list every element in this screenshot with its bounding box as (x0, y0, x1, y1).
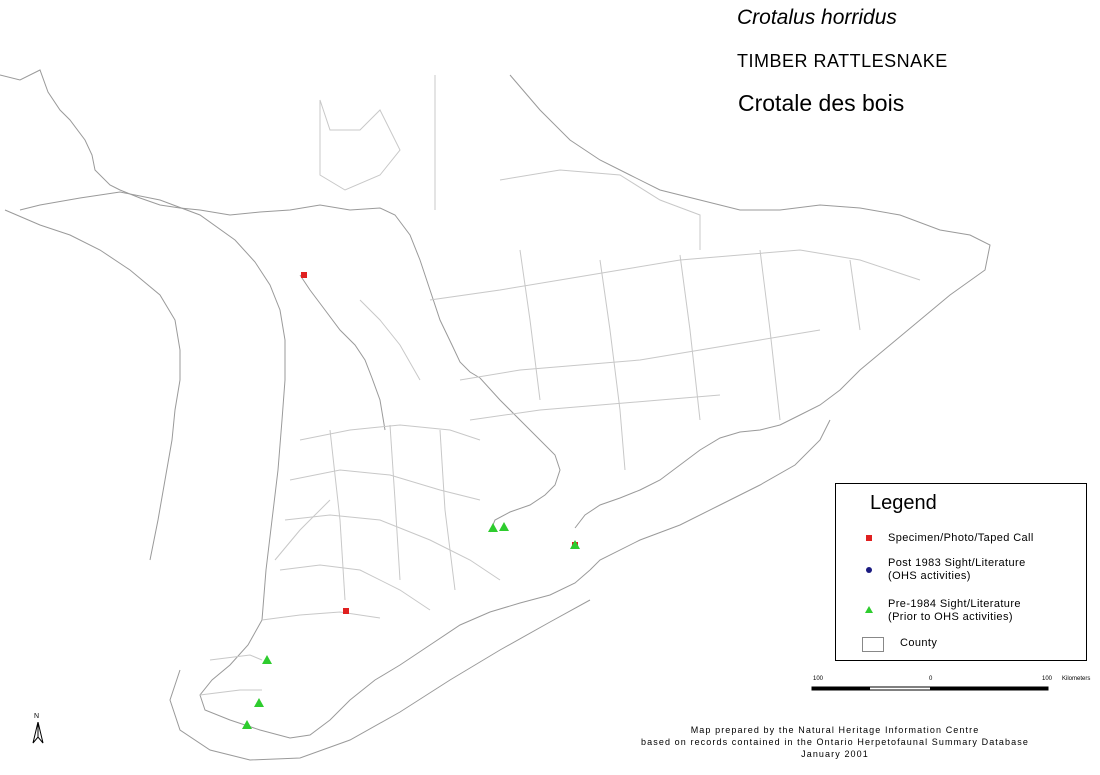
scale-bar: 100 0 100 Kilometers (810, 676, 1100, 696)
shoreline (0, 69, 991, 761)
legend-label: Specimen/Photo/Taped Call (888, 532, 1034, 544)
credit-line: Map prepared by the Natural Heritage Inf… (690, 725, 980, 735)
english-name: TIMBER RATTLESNAKE (737, 51, 948, 71)
legend: Legend Specimen/Photo/Taped Call Post 19… (835, 483, 1087, 661)
county-boundaries (199, 75, 921, 696)
legend-label: Pre-1984 Sight/Literature (888, 598, 1021, 610)
credit-line: based on records contained in the Ontari… (641, 737, 1029, 747)
legend-sublabel: (OHS activities) (888, 570, 971, 582)
french-name: Crotale des bois (738, 90, 905, 116)
observation-marker-pre1984 (262, 655, 272, 664)
triangle-marker-icon (865, 606, 873, 613)
observation-marker-pre1984 (499, 522, 509, 531)
north-arrow: N (32, 713, 44, 745)
observation-markers (242, 272, 580, 729)
observation-marker-specimen (301, 272, 307, 278)
observation-marker-pre1984 (254, 698, 264, 707)
scale-mid-label: 0 (929, 676, 933, 682)
scale-bar-graphic (811, 686, 1049, 691)
legend-title: Legend (870, 492, 937, 514)
north-label: N (34, 713, 40, 720)
legend-label: Post 1983 Sight/Literature (888, 557, 1026, 569)
county-label: County (900, 637, 938, 649)
scale-unit: Kilometers (1062, 676, 1091, 682)
scale-left-label: 100 (813, 676, 824, 682)
observation-marker-specimen (343, 608, 349, 614)
legend-sublabel: (Prior to OHS activities) (888, 611, 1013, 623)
observation-marker-pre1984 (570, 540, 580, 549)
credit-line: January 2001 (801, 749, 869, 759)
scale-right-label: 100 (1042, 676, 1053, 682)
observation-marker-pre1984 (242, 720, 252, 729)
credit: Map prepared by the Natural Heritage Inf… (600, 724, 1070, 760)
north-arrow-icon (32, 722, 44, 744)
observation-marker-pre1984 (488, 523, 498, 532)
scientific-name: Crotalus horridus (737, 6, 897, 29)
circle-marker-icon (866, 567, 872, 573)
county-swatch (862, 637, 884, 652)
square-marker-icon (866, 535, 872, 541)
